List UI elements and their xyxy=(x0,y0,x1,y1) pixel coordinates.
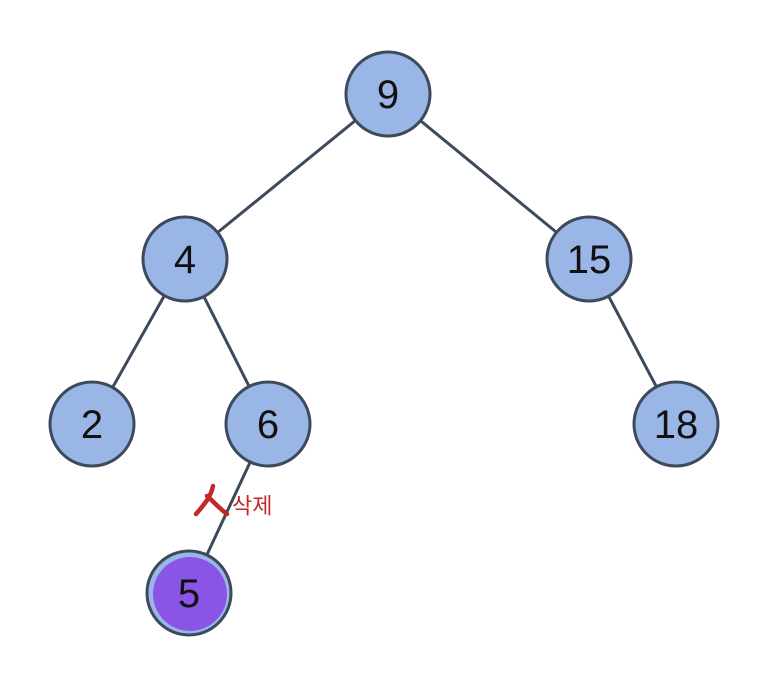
node-label-9: 9 xyxy=(377,73,399,117)
edge-4-6 xyxy=(202,295,251,388)
delete-label: 삭제 xyxy=(232,495,272,520)
node-circle-4 xyxy=(141,215,229,303)
tree-node-9: 9 xyxy=(344,50,432,138)
node-label-5: 5 xyxy=(178,572,200,616)
edge-6-5 xyxy=(205,460,252,557)
node-circle-9 xyxy=(344,50,432,138)
tree-edges xyxy=(111,118,658,557)
tree-node-5: 5 xyxy=(145,549,233,637)
delete-annotation: 삭제 xyxy=(193,483,272,520)
delete-x-mark xyxy=(193,483,230,517)
node-circle-6 xyxy=(224,380,312,468)
node-circle-2 xyxy=(48,380,136,468)
node-label-2: 2 xyxy=(81,403,103,447)
node-label-6: 6 xyxy=(257,403,279,447)
edge-9-4 xyxy=(216,118,357,235)
tree-node-2: 2 xyxy=(48,380,136,468)
tree-node-18: 18 xyxy=(632,380,720,468)
node-label-4: 4 xyxy=(174,238,196,282)
node-circle-18 xyxy=(632,380,720,468)
node-label-15: 15 xyxy=(567,238,612,282)
tree-node-4: 4 xyxy=(141,215,229,303)
node-circle-15 xyxy=(545,215,633,303)
edge-4-2 xyxy=(111,294,166,389)
removed-node-highlight xyxy=(153,557,227,631)
node-label-18: 18 xyxy=(654,403,699,447)
tree-node-6: 6 xyxy=(224,380,312,468)
edge-15-18 xyxy=(607,294,658,389)
edge-9-15 xyxy=(418,119,559,234)
tree-node-15: 15 xyxy=(545,215,633,303)
